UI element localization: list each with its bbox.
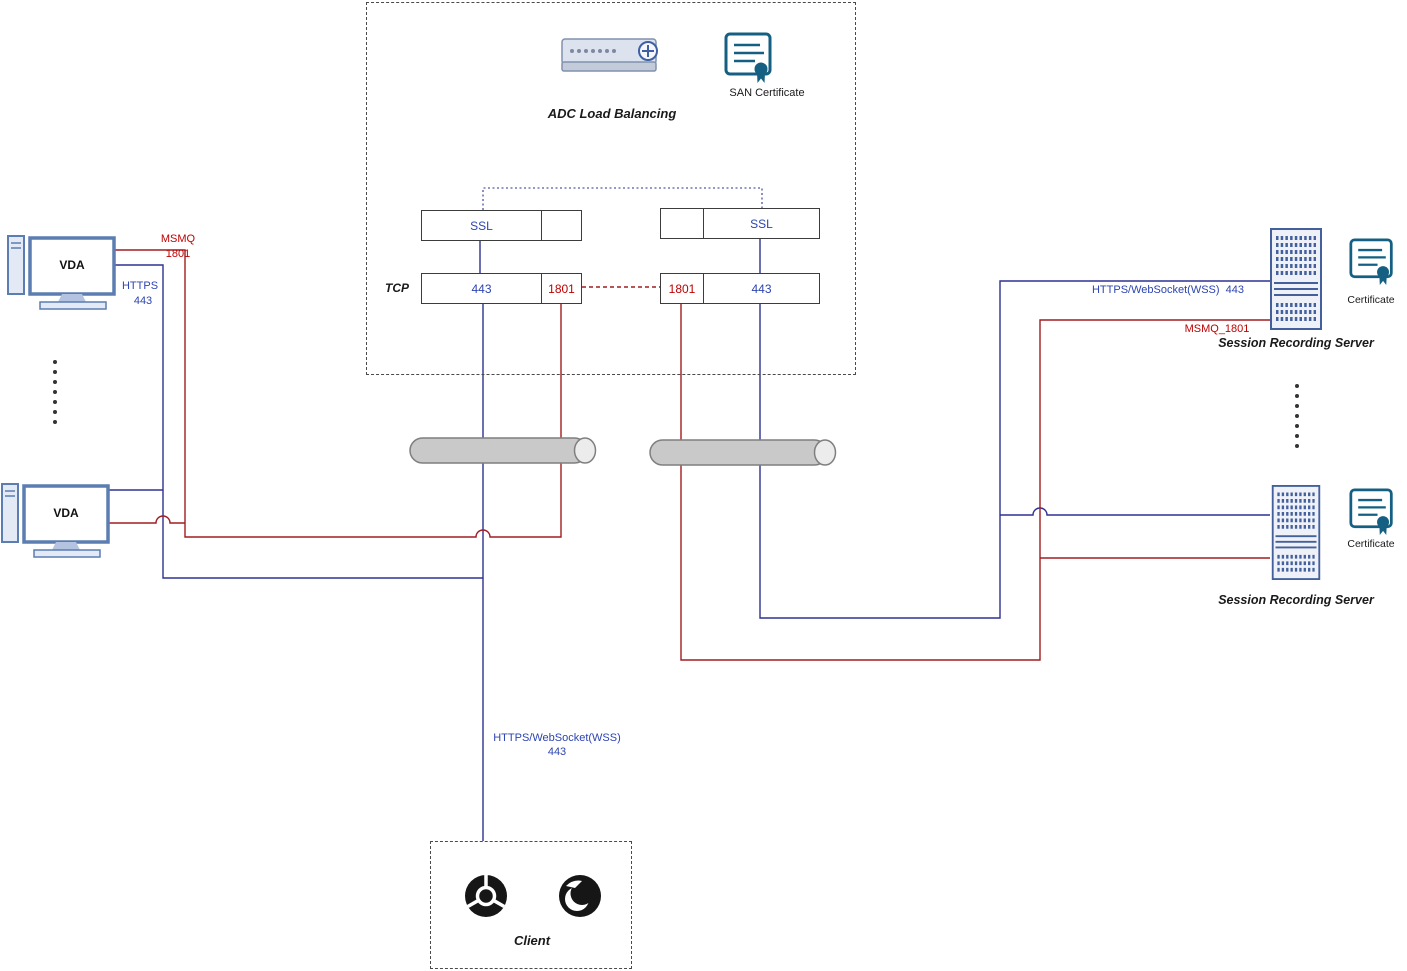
vda-ellipsis-dots — [53, 360, 57, 424]
left-https-port-cell: 443 — [471, 281, 492, 296]
vda-computer-icon-bottom — [0, 482, 110, 558]
left-port-row: 443 1801 — [421, 273, 582, 304]
left-msmq-port-cell: 1801 — [541, 274, 581, 303]
client-box — [430, 841, 632, 969]
client-label: Client — [513, 933, 551, 948]
vda-bottom-label: VDA — [53, 506, 79, 520]
right-https-port-cell: 443 — [703, 274, 819, 303]
certificate-top-label: Certificate — [1347, 294, 1395, 306]
load-balancer-icon — [561, 38, 658, 72]
left-ssl-empty-cell — [541, 211, 581, 240]
session-recording-server-bottom-label: Session Recording Server — [1218, 593, 1374, 607]
server-ellipsis-dots — [1295, 384, 1299, 448]
vda-msmq-port-label: 1801 — [165, 248, 191, 260]
left-ssl-row: SSL — [421, 210, 582, 241]
client-connection-protocol-label: HTTPS/WebSocket(WSS) — [493, 732, 621, 744]
adc-title: ADC Load Balancing — [547, 106, 677, 121]
firefox-icon — [559, 875, 601, 917]
certificate-icon-bottom — [1349, 488, 1393, 536]
right-msmq-port-cell: 1801 — [668, 281, 696, 296]
vda-https-port-label: 443 — [133, 295, 153, 307]
left-ssl-cell: SSL — [470, 218, 493, 233]
vda-top-label: VDA — [59, 258, 85, 272]
msmq-connection-lines — [108, 249, 1270, 661]
right-ssl-row: SSL — [660, 208, 820, 239]
vda-https-protocol-label: HTTPS — [121, 280, 159, 292]
right-ssl-cell: SSL — [703, 209, 819, 238]
certificate-icon-top — [1349, 238, 1393, 286]
pipe-right-icon — [649, 439, 837, 466]
server-https-label: HTTPS/WebSocket(WSS) 443 — [1091, 284, 1245, 296]
certificate-bottom-label: Certificate — [1347, 538, 1395, 550]
right-ssl-empty-cell — [661, 209, 703, 238]
client-connection-port-label: 443 — [547, 746, 567, 758]
chrome-icon — [465, 875, 507, 917]
vda-computer-icon-top — [6, 234, 116, 310]
san-certificate-label: SAN Certificate — [729, 87, 805, 99]
tcp-label: TCP — [385, 281, 409, 295]
pipe-left-icon — [409, 437, 597, 464]
ssl-bridge-dotted-line — [482, 187, 763, 210]
server-rack-icon-top — [1270, 228, 1322, 330]
adc-load-balancing-box — [366, 2, 856, 375]
server-rack-icon-bottom — [1270, 485, 1322, 580]
vda-msmq-protocol-label: MSMQ — [160, 233, 196, 245]
https-connection-lines — [108, 238, 1270, 841]
server-msmq-label: MSMQ_1801 — [1184, 323, 1250, 335]
right-port-row: 1801 443 — [660, 273, 820, 304]
session-recording-server-top-label: Session Recording Server — [1218, 336, 1374, 350]
